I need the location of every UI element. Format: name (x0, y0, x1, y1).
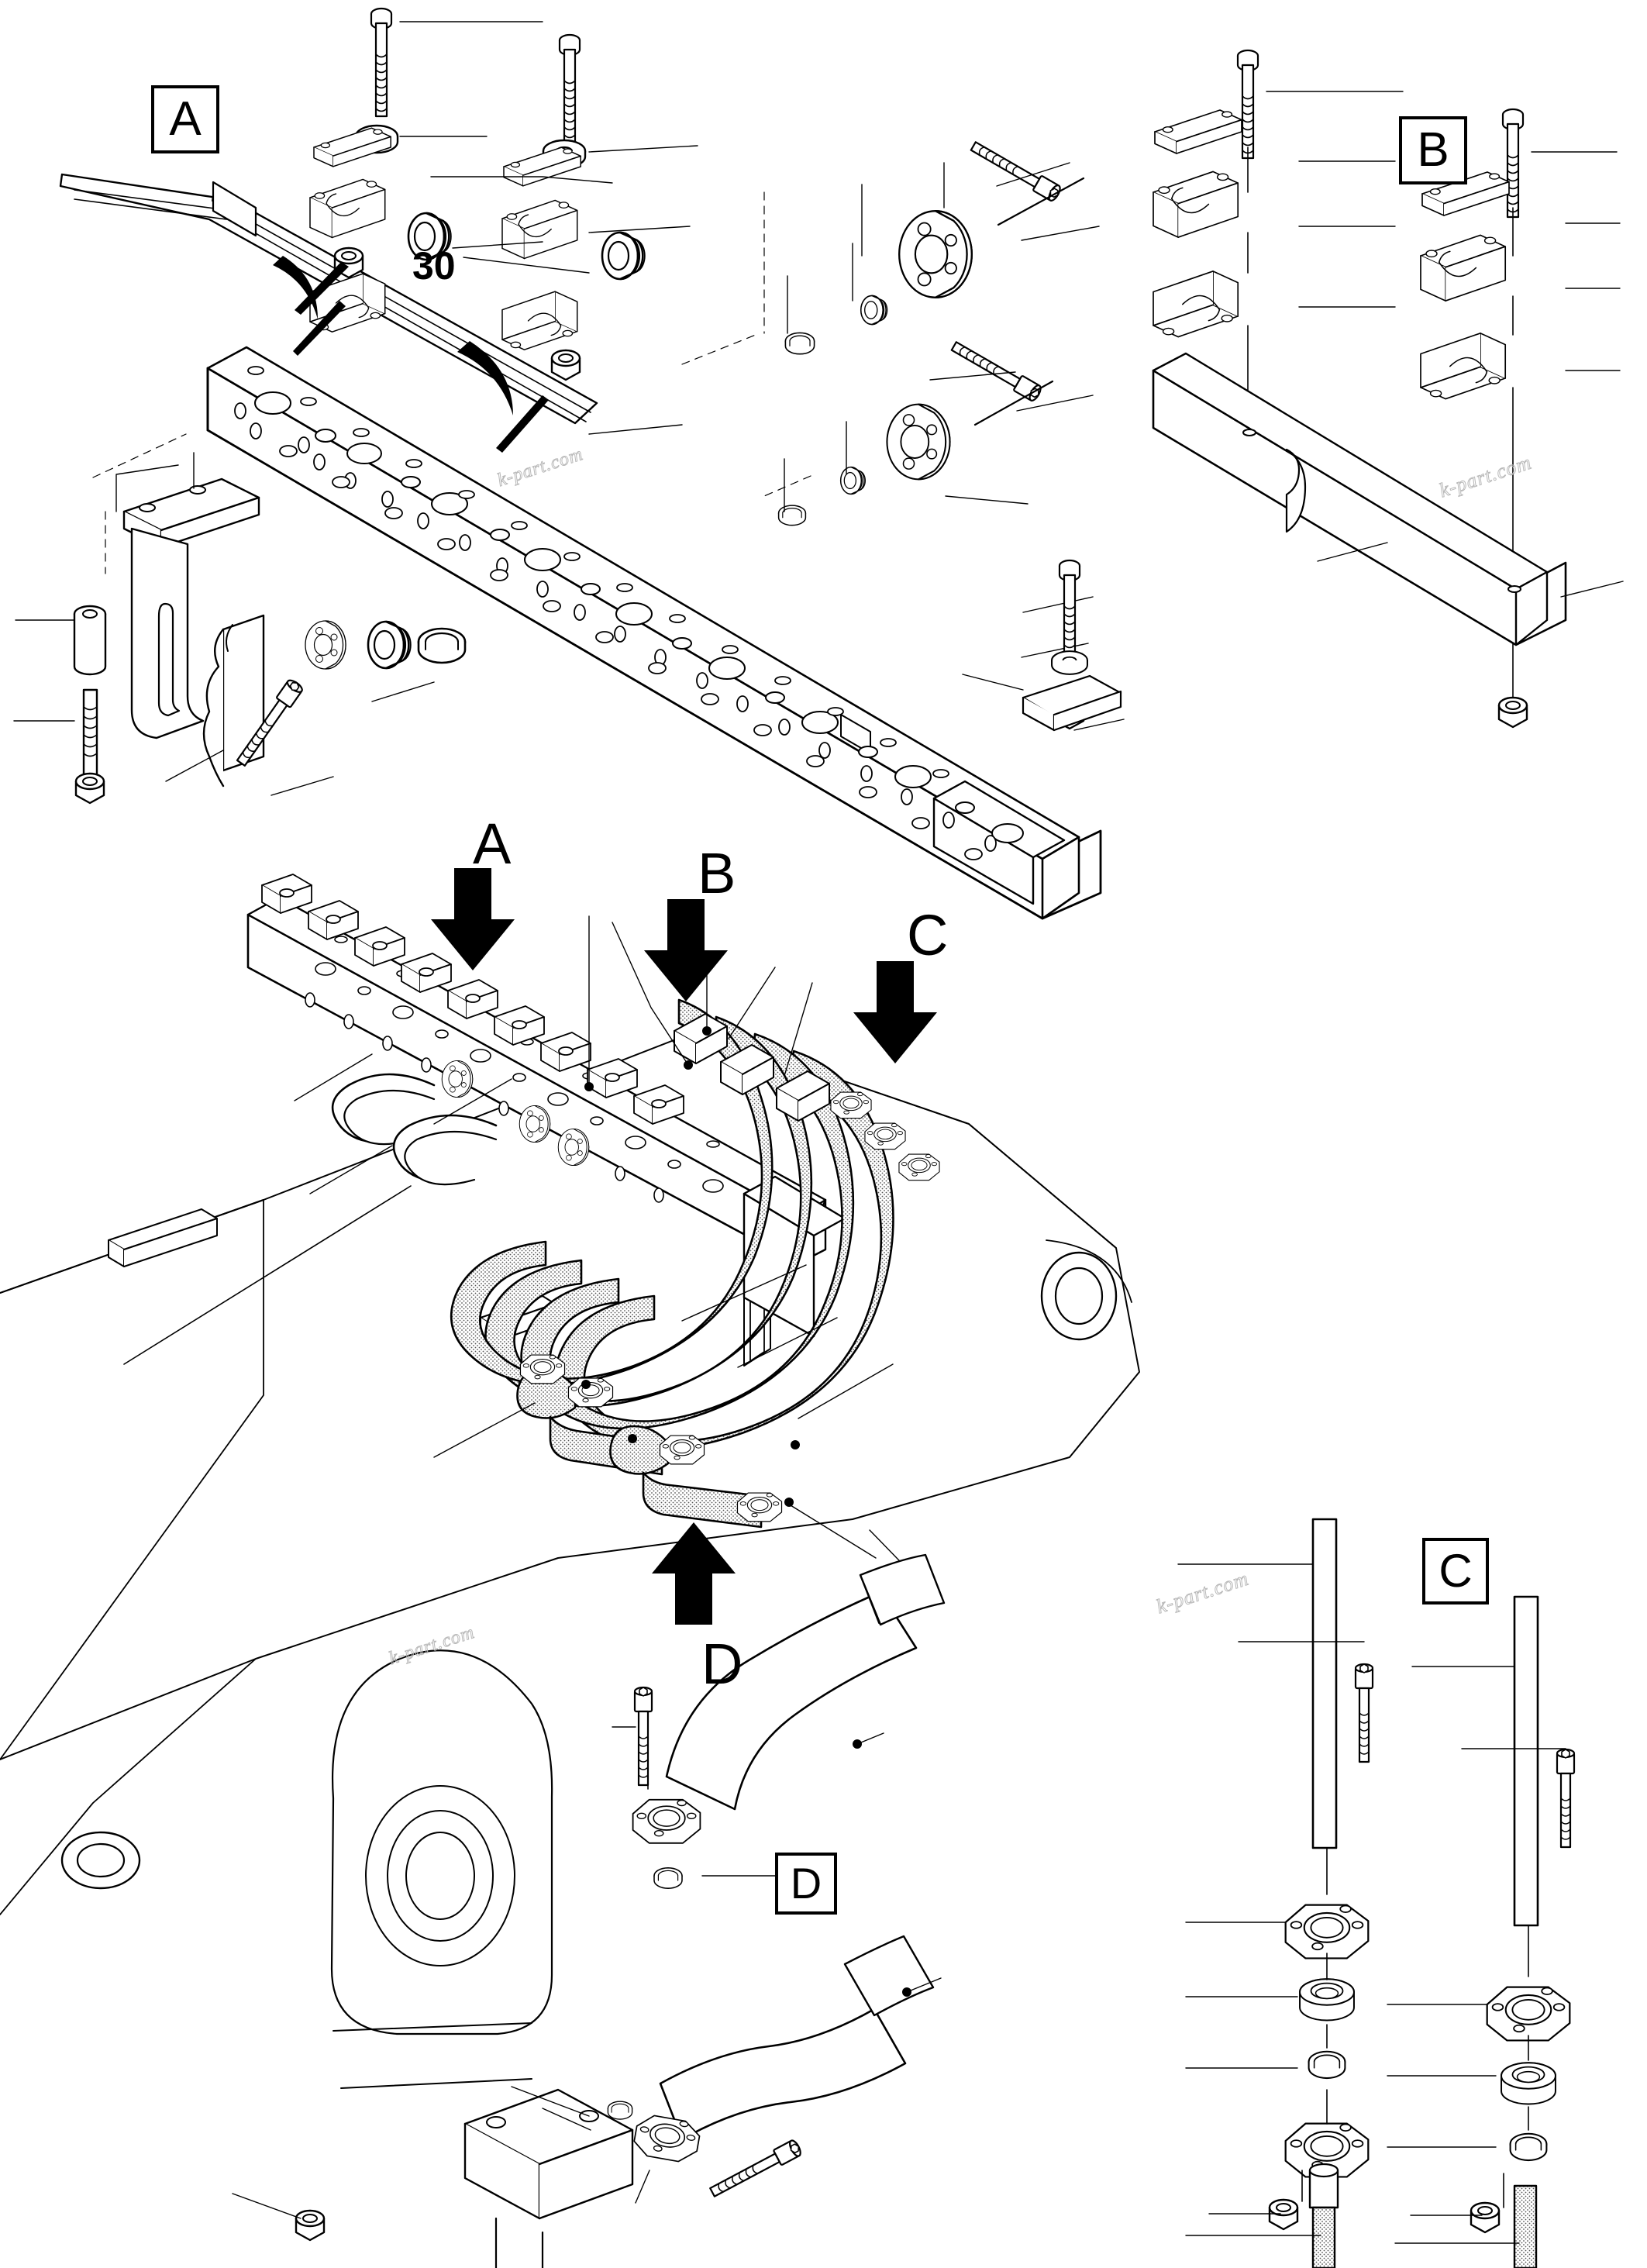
part-number-30: 30 (412, 244, 456, 288)
callout-arrow-c (853, 961, 937, 1063)
section-box-label-b: B (1399, 116, 1467, 184)
callout-label-d: D (701, 1632, 743, 1696)
section-box-label-a: A (151, 85, 219, 153)
section-box-label-d: D (775, 1853, 837, 1915)
callout-arrow-d (652, 1522, 736, 1625)
callout-label-b: B (698, 841, 736, 905)
callout-arrow-a (431, 868, 515, 970)
section-box-label-c: C (1422, 1538, 1489, 1604)
callout-label-c: C (907, 903, 949, 967)
callout-arrow-b (644, 899, 728, 1001)
callout-label-a: A (473, 812, 512, 876)
